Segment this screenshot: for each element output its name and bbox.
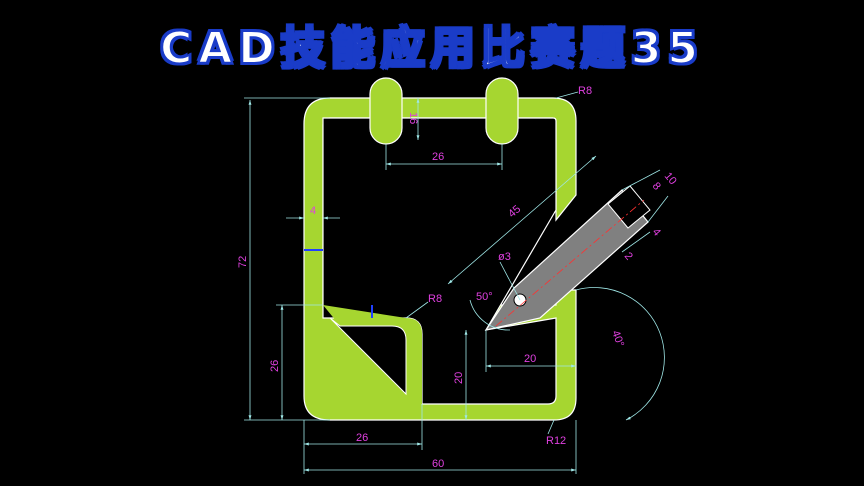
- top-tab-left: [369, 77, 403, 145]
- dim-r12: R12: [546, 435, 566, 447]
- dim-40deg: 40°: [609, 329, 626, 349]
- dim-60: 60: [432, 458, 444, 470]
- dim-r8-inner: R8: [428, 293, 442, 305]
- dimension-lines: [244, 91, 669, 474]
- dim-72: 72: [237, 256, 249, 268]
- dim-4-pencil: 4: [650, 226, 663, 238]
- dim-20-vertical: 20: [453, 372, 465, 384]
- dim-20-horizontal: 20: [524, 353, 536, 365]
- dim-26-left: 26: [269, 360, 281, 372]
- dim-2: 2: [622, 250, 635, 262]
- dim-10: 10: [662, 170, 679, 187]
- dim-phi3: ø3: [498, 251, 511, 263]
- dim-50deg: 50°: [476, 291, 493, 303]
- dim-r8-top: R8: [578, 85, 592, 97]
- dim-4: 4: [310, 205, 316, 217]
- dim-16: 16: [407, 112, 419, 124]
- dim-26-bottom: 26: [356, 432, 368, 444]
- top-tab-right: [485, 77, 519, 145]
- corner-wedge: [329, 317, 407, 396]
- dim-8: 8: [650, 180, 663, 192]
- page-title: CAD技能应用比赛题35: [159, 22, 705, 75]
- dim-26-top: 26: [432, 151, 444, 163]
